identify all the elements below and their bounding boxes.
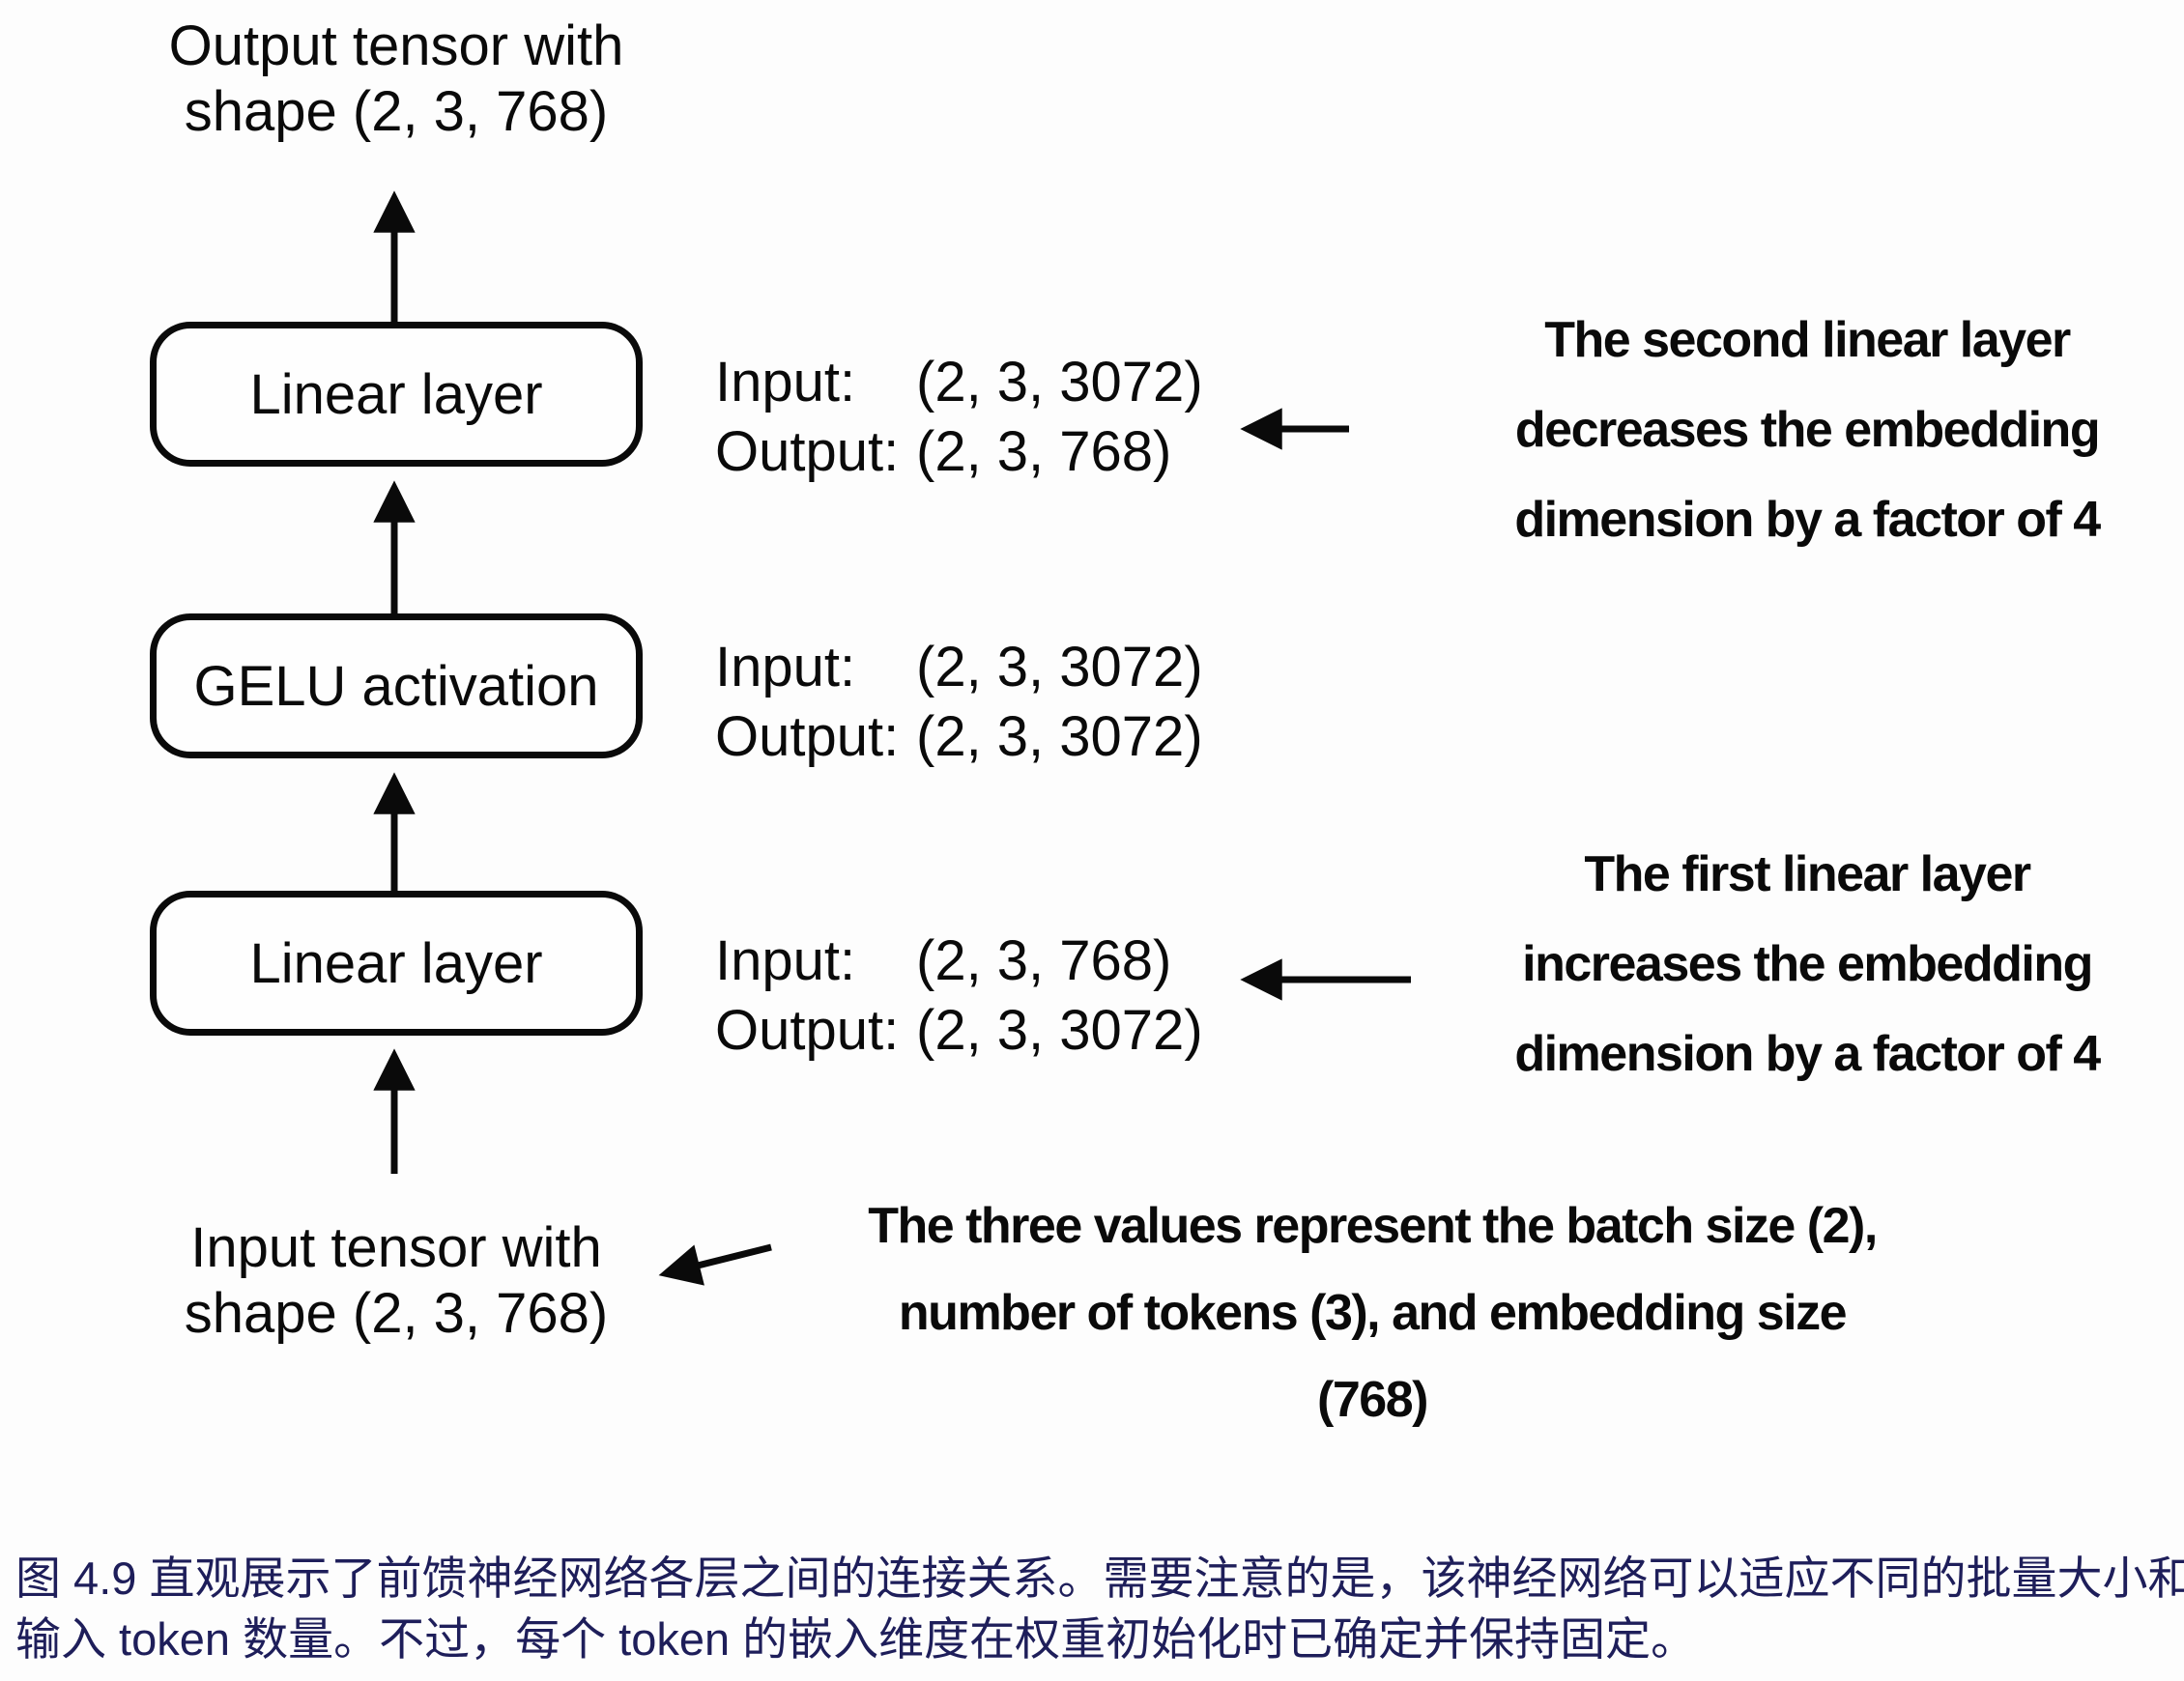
annotation-line: dimension by a factor of 4 — [1514, 1026, 2101, 1082]
input-tensor-label-line2: shape (2, 3, 768) — [184, 1282, 609, 1345]
annotation-line: number of tokens (3), and embedding size — [898, 1285, 1848, 1341]
annotation-line: (768) — [1317, 1372, 1428, 1428]
io-input-key: Input: — [715, 929, 856, 992]
io-output-key: Output: — [715, 420, 900, 483]
annotation-line: The first linear layer — [1584, 846, 2031, 902]
node-gelu-activation: GELU activation — [150, 613, 643, 758]
io-output-value: (2, 3, 3072) — [916, 999, 1203, 1062]
io-input-row: Input: (2, 3, 3072) — [715, 348, 1314, 417]
annotation-line: dimension by a factor of 4 — [1514, 492, 2101, 548]
io-input-value: (2, 3, 3072) — [916, 351, 1203, 413]
figure-caption: 图 4.9 直观展示了前馈神经网络各层之间的连接关系。需要注意的是，该神经网络可… — [15, 1548, 2184, 1669]
io-input-value: (2, 3, 3072) — [916, 636, 1203, 698]
node-label: Linear layer — [249, 362, 543, 426]
node-linear-layer-first: Linear layer — [150, 891, 643, 1036]
node-label: GELU activation — [193, 654, 599, 718]
io-output-value: (2, 3, 768) — [916, 420, 1172, 483]
annotation-tensor-values: The three values represent the batch siz… — [783, 1182, 1962, 1443]
annotation-line: decreases the embedding — [1514, 402, 2101, 458]
io-output-row: Output: (2, 3, 768) — [715, 417, 1314, 487]
input-tensor-label-line1: Input tensor with — [190, 1216, 602, 1279]
output-tensor-label-line1: Output tensor with — [168, 14, 624, 77]
figure-caption-line1: 图 4.9 直观展示了前馈神经网络各层之间的连接关系。需要注意的是，该神经网络可… — [15, 1553, 2184, 1604]
arrow-down-left-icon — [658, 1243, 772, 1286]
annotation-line: increases the embedding — [1522, 936, 2093, 992]
output-tensor-label-line2: shape (2, 3, 768) — [184, 80, 609, 143]
io-output-row: Output: (2, 3, 3072) — [715, 996, 1314, 1066]
io-output-key: Output: — [715, 705, 900, 768]
output-tensor-label: Output tensor with shape (2, 3, 768) — [126, 14, 667, 145]
io-input-value: (2, 3, 768) — [916, 929, 1172, 992]
io-shapes-gelu: Input: (2, 3, 3072) Output: (2, 3, 3072) — [715, 633, 1314, 772]
node-linear-layer-second: Linear layer — [150, 322, 643, 467]
annotation-second-linear-layer: The second linear layer decreases the em… — [1450, 296, 2165, 565]
io-input-key: Input: — [715, 636, 856, 698]
node-label: Linear layer — [249, 931, 543, 995]
figure-caption-line2: 输入 token 数量。不过，每个 token 的嵌入维度在权重初始化时已确定并… — [15, 1613, 1697, 1665]
input-tensor-label: Input tensor with shape (2, 3, 768) — [126, 1215, 667, 1347]
io-shapes-first-linear: Input: (2, 3, 768) Output: (2, 3, 3072) — [715, 926, 1314, 1066]
io-shapes-second-linear: Input: (2, 3, 3072) Output: (2, 3, 768) — [715, 348, 1314, 487]
annotation-line: The second linear layer — [1544, 312, 2071, 368]
io-input-row: Input: (2, 3, 3072) — [715, 633, 1314, 702]
io-output-key: Output: — [715, 999, 900, 1062]
annotation-first-linear-layer: The first linear layer increases the emb… — [1450, 830, 2165, 1099]
io-input-row: Input: (2, 3, 768) — [715, 926, 1314, 996]
annotation-line: The three values represent the batch siz… — [868, 1198, 1878, 1254]
io-output-row: Output: (2, 3, 3072) — [715, 702, 1314, 772]
io-input-key: Input: — [715, 351, 856, 413]
io-output-value: (2, 3, 3072) — [916, 705, 1203, 768]
